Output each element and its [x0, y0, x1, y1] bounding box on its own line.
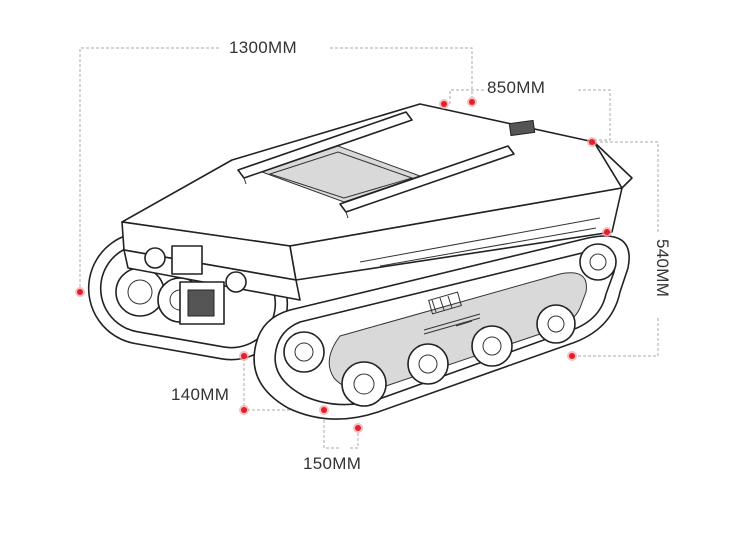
- length-label: 1300MM: [226, 38, 300, 58]
- marker-540-top: [604, 229, 610, 235]
- chassis-body: [121, 103, 633, 325]
- marker-540-bottom: [569, 353, 575, 359]
- measurement-markers: [75, 97, 612, 433]
- marker-140-bottom: [241, 407, 247, 413]
- ground-clearance-label: 140MM: [168, 385, 233, 405]
- marker-1300-left: [77, 289, 83, 295]
- marker-1300-right: [469, 99, 475, 105]
- track-width-label: 150MM: [300, 454, 365, 474]
- marker-150-left: [321, 407, 327, 413]
- height-label: 540MM: [652, 236, 672, 301]
- width-label: 850MM: [484, 78, 549, 98]
- marker-850-left: [441, 101, 447, 107]
- marker-150-right: [355, 425, 361, 431]
- right-track: [253, 235, 630, 420]
- marker-850-right: [589, 139, 595, 145]
- marker-140-top: [241, 353, 247, 359]
